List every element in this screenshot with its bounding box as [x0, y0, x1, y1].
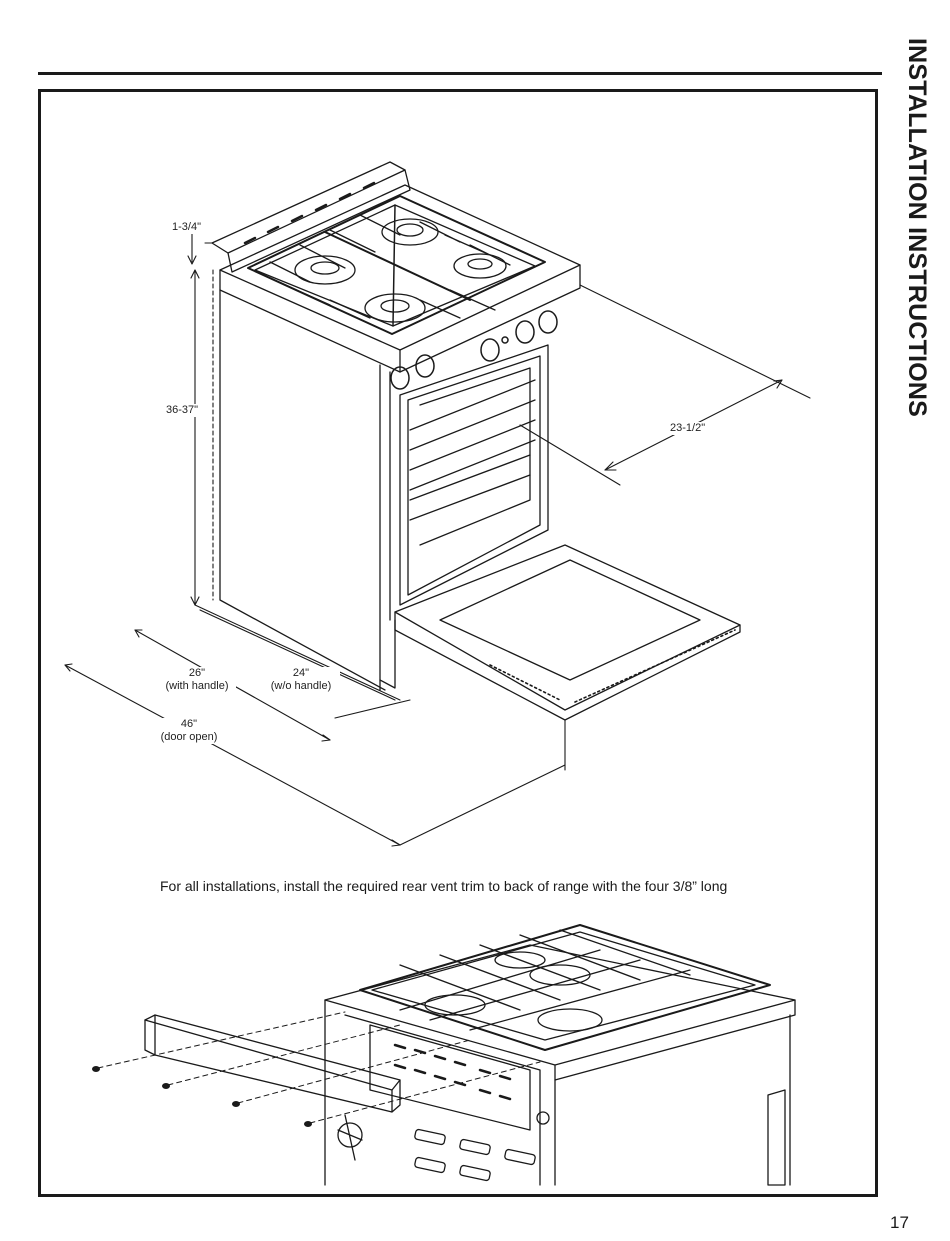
dimension-door-open: 46" (door open) [150, 718, 228, 744]
dimension-depth-side: 23-1/2" [670, 422, 705, 435]
page-number: 17 [890, 1213, 909, 1233]
dimension-with-handle-value: 26" [158, 667, 236, 680]
dimension-door-open-note: (door open) [150, 731, 228, 744]
dimension-door-open-value: 46" [150, 718, 228, 731]
dimension-without-handle: 24" (w/o handle) [262, 667, 340, 693]
vent-trim-drawing [92, 925, 795, 1185]
dimension-without-handle-note: (w/o handle) [262, 680, 340, 693]
dimension-without-handle-value: 24" [262, 667, 340, 680]
range-drawing [212, 162, 740, 720]
dimension-top-offset: 1-3/4" [172, 221, 201, 234]
dimension-lines [65, 232, 810, 846]
dimension-height: 36-37" [166, 404, 198, 417]
dimension-with-handle: 26" (with handle) [158, 667, 236, 693]
installation-caption: For all installations, install the requi… [160, 878, 727, 894]
dimension-with-handle-note: (with handle) [158, 680, 236, 693]
